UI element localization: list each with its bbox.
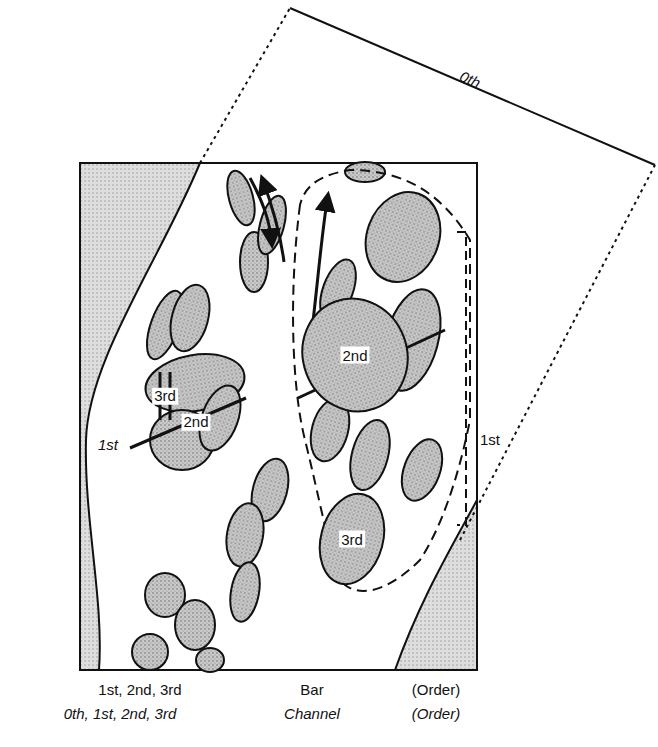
frame	[80, 163, 477, 670]
order-bracket	[457, 232, 466, 525]
legend-caption: (Order)	[412, 706, 460, 723]
order-label: 0th	[457, 68, 483, 91]
order-label: 1st	[478, 432, 502, 449]
legend-caption: (Order)	[412, 682, 460, 699]
legend-caption: Bar	[300, 682, 323, 699]
bar-order-label: 3rd	[339, 531, 365, 548]
legend-caption: 1st, 2nd, 3rd	[98, 682, 181, 699]
bar-shape: 2nd	[300, 295, 410, 415]
legend-caption: 0th, 1st, 2nd, 3rd	[64, 706, 177, 723]
bar-shape: 3rd	[318, 490, 386, 588]
legend-caption: Channel	[284, 706, 340, 723]
order-label: 2nd	[181, 414, 210, 431]
bar-order-label: 2nd	[340, 347, 369, 364]
order-label: 1st	[98, 437, 118, 454]
bars	[132, 162, 453, 672]
zeroth-order-scale	[200, 8, 655, 540]
right-bank	[395, 500, 477, 670]
channel-lines	[130, 178, 445, 448]
order-label: 3rd	[152, 388, 178, 405]
